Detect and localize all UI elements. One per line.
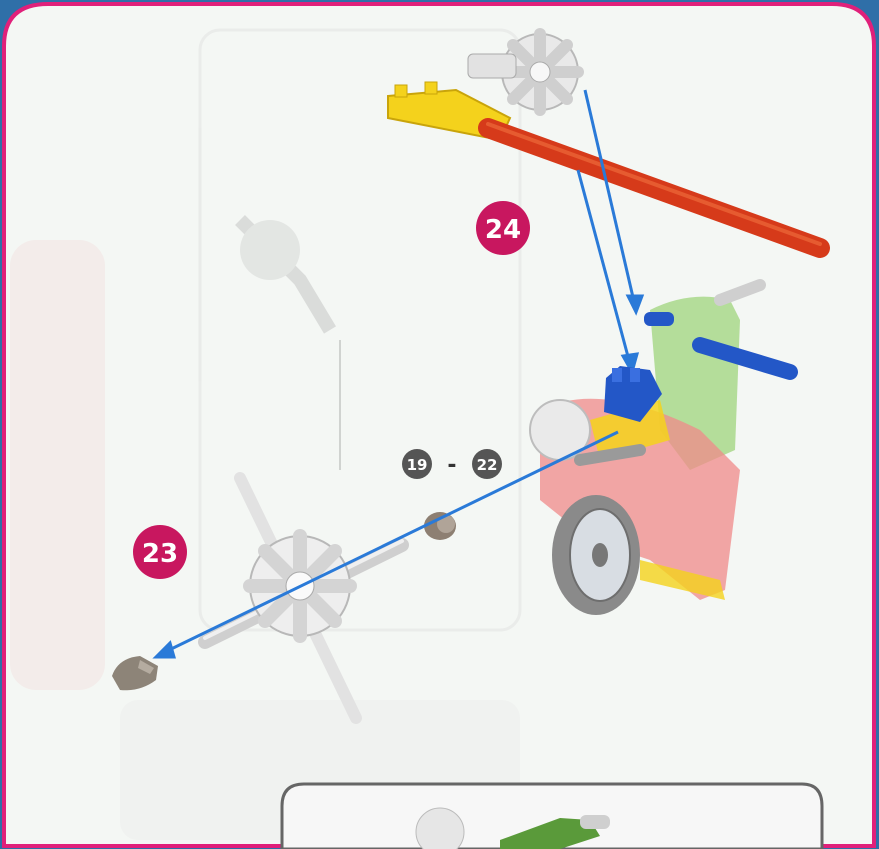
step-24-number: 24 — [485, 215, 521, 245]
step-23-badge: 23 — [133, 525, 187, 579]
step-23-number: 23 — [142, 539, 178, 569]
step-range-separator: - — [447, 453, 456, 478]
step-24-badge: 24 — [476, 201, 530, 255]
next-step-preview — [282, 784, 822, 849]
step-22-number: 22 — [477, 456, 498, 474]
wheel-icon — [552, 495, 640, 615]
spacer-icon — [424, 512, 456, 540]
steps-19-22-label: 19 - 22 — [402, 449, 502, 479]
step-19-number: 19 — [407, 456, 428, 474]
